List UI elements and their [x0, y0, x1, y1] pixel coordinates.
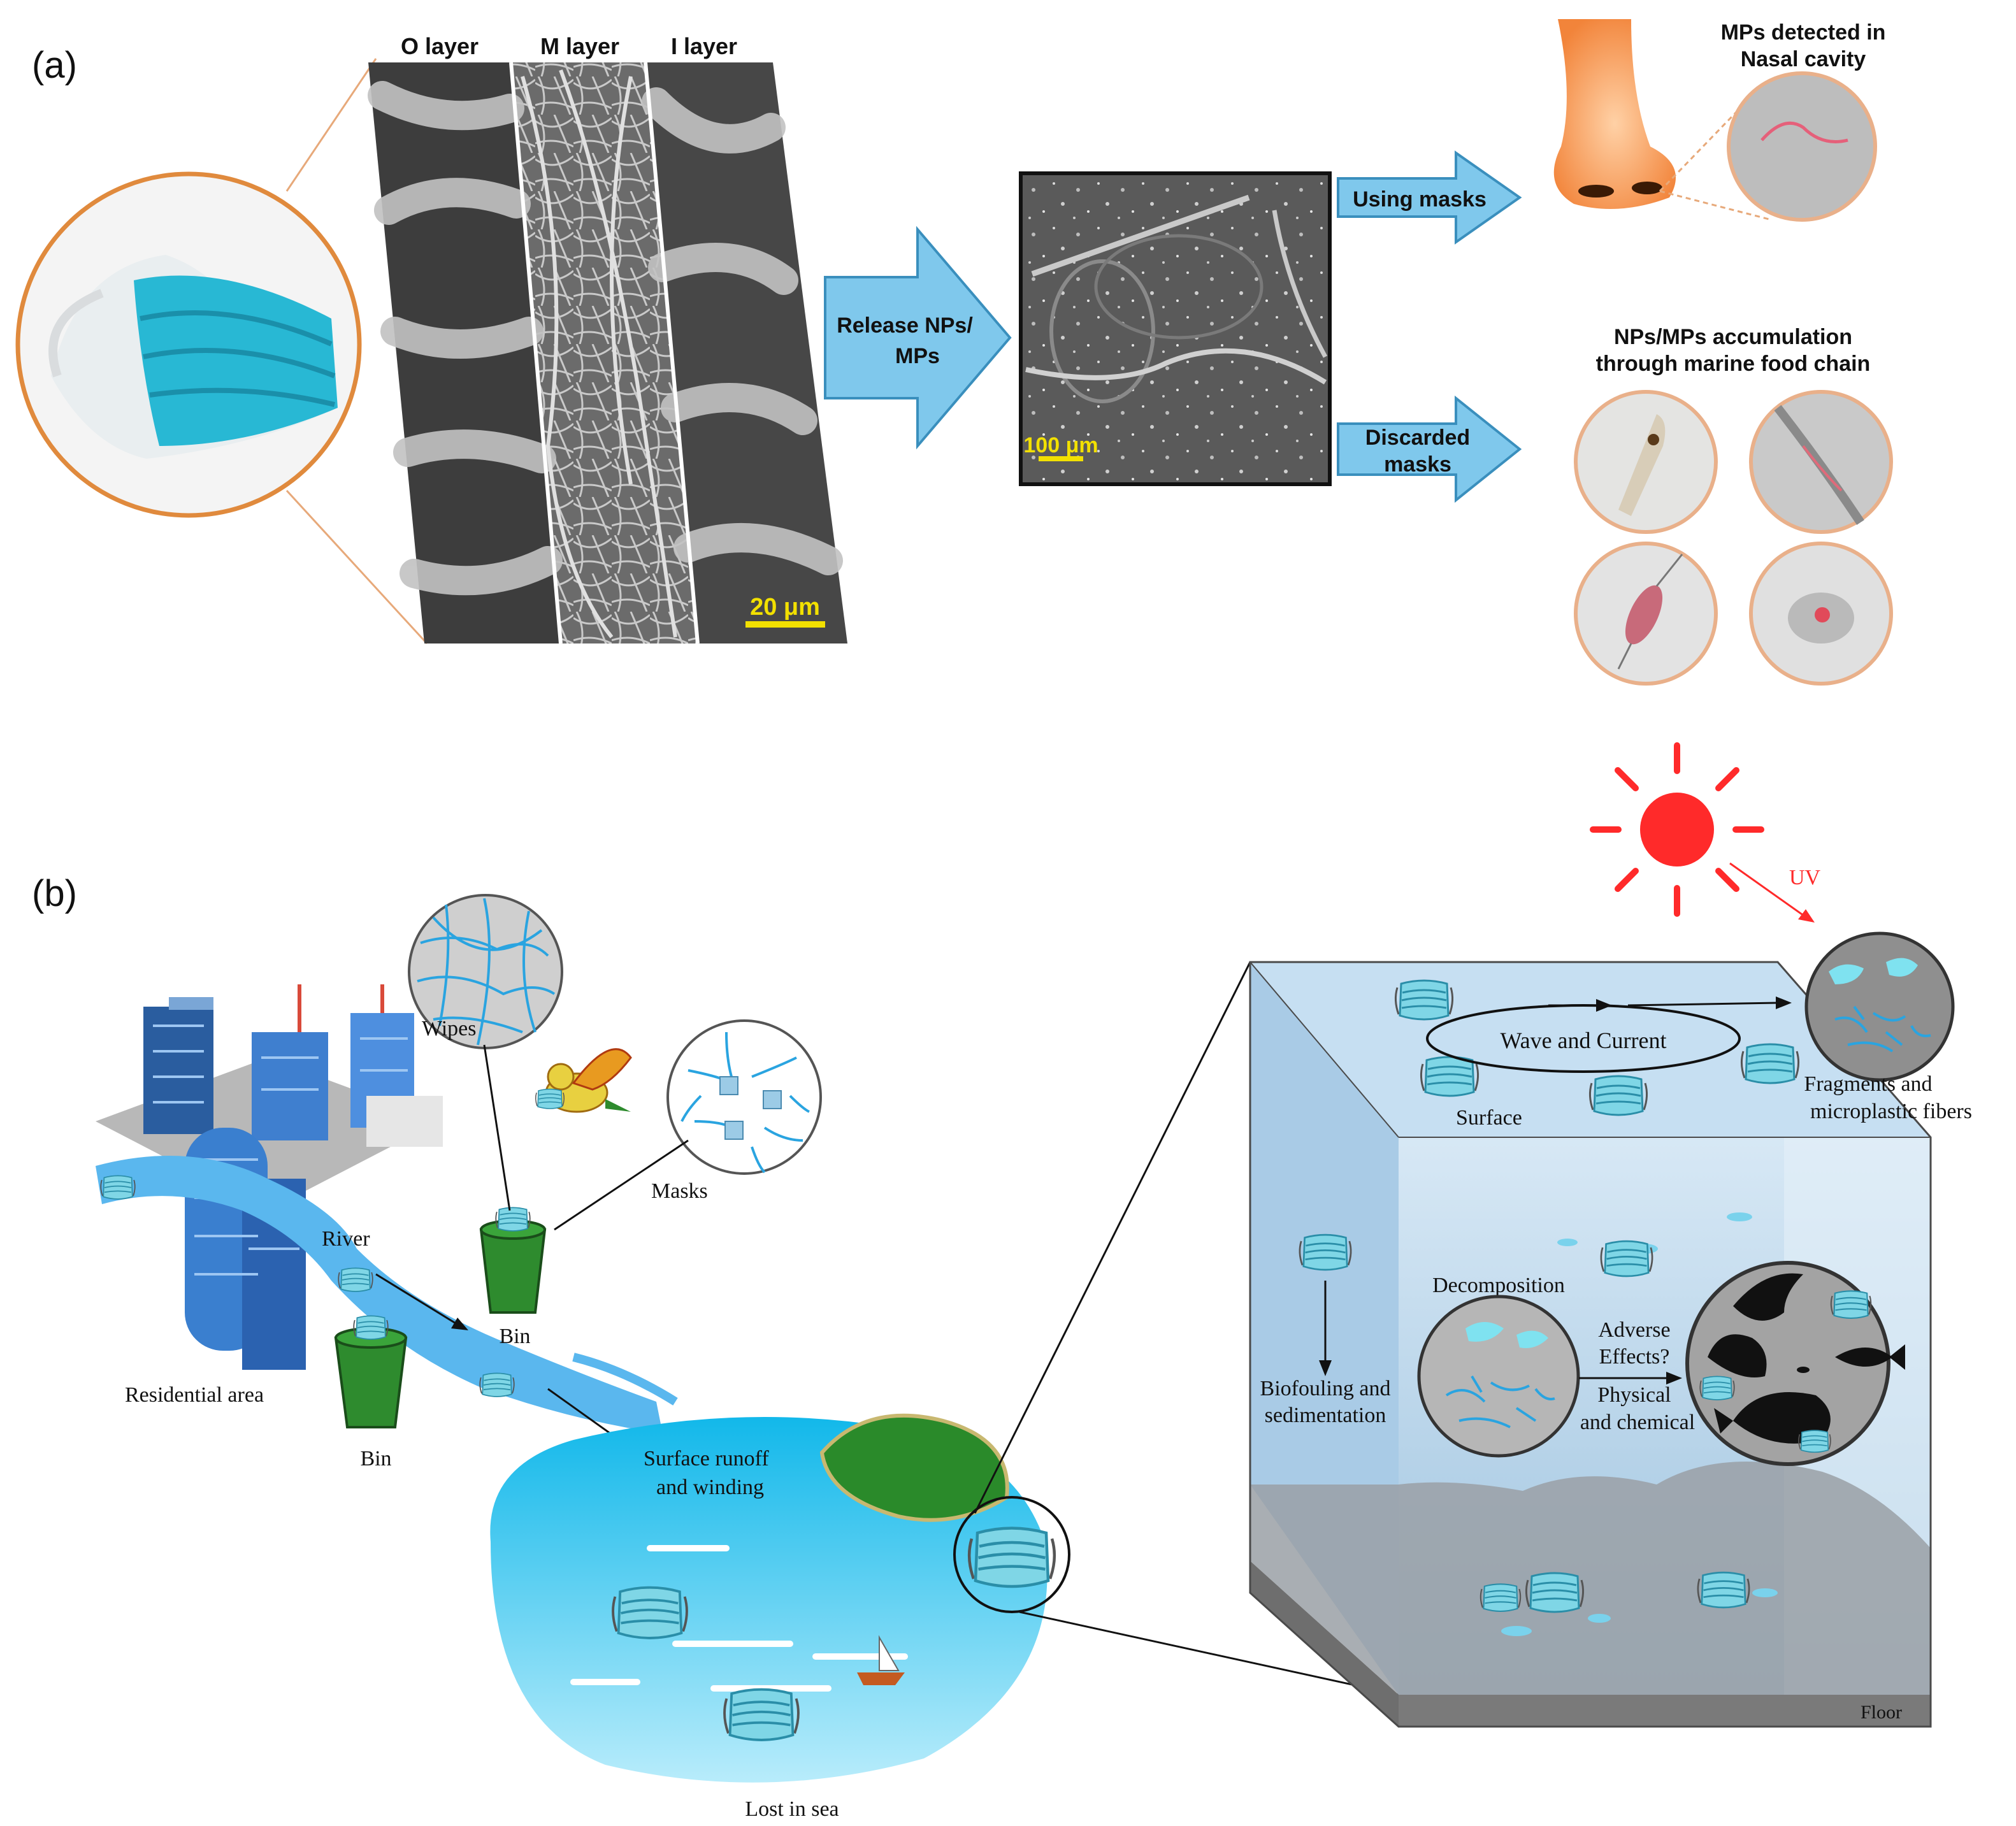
- i-layer-label: I layer: [671, 33, 737, 59]
- effects-arrow-head: [1666, 1372, 1682, 1384]
- nasal-zoom-line-2: [1659, 190, 1772, 221]
- wipes-label: Wipes: [422, 1017, 477, 1040]
- sun-icon: [1590, 742, 1764, 917]
- panel-b-label: (b): [32, 873, 77, 914]
- using-masks-label: Using masks: [1353, 187, 1487, 212]
- masks-fiber-circle: [666, 1019, 822, 1175]
- uv-label: UV: [1789, 866, 1821, 889]
- release-arrow: [824, 226, 1012, 450]
- released-particles-image: [1019, 171, 1332, 486]
- surface-to-fragments-arrow-head: [1776, 996, 1792, 1009]
- marine-life-circle: [1685, 1261, 1905, 1466]
- nasal-micrograph: [1727, 71, 1877, 222]
- mask-icon-column: [1600, 1240, 1653, 1277]
- decomposition-label: Decomposition: [1432, 1274, 1565, 1297]
- marine-title-line-2: through marine food chain: [1596, 352, 1871, 376]
- center-scale-label: 100 μm: [1023, 433, 1098, 457]
- mask-photo: [15, 171, 362, 518]
- river-flow-arrow-head: [451, 1318, 468, 1330]
- panel-a-label: (a): [32, 45, 77, 86]
- fragments-circle: [1804, 931, 1955, 1082]
- residential-label: Residential area: [125, 1383, 264, 1407]
- bin-2-label: Bin: [360, 1447, 391, 1470]
- mask-icon-surface-1: [1394, 979, 1454, 1021]
- sem-layers: [368, 62, 847, 644]
- organism-micrograph-1: [1574, 390, 1718, 534]
- mask-icon-river-2: [338, 1267, 373, 1292]
- adverse-line-2: Effects?: [1599, 1345, 1670, 1369]
- wave-current-arrow-head: [1596, 999, 1612, 1012]
- sea: [490, 1413, 1070, 1783]
- decomposition-circle: [1417, 1295, 1580, 1458]
- bird-icon: [535, 1048, 632, 1113]
- mask-icon-river-3: [479, 1372, 515, 1397]
- biofouling-line-1: Biofouling and: [1260, 1377, 1391, 1400]
- fragments-line-2: microplastic fibers: [1810, 1100, 1972, 1123]
- river: [96, 1156, 663, 1434]
- floor-label: Floor: [1861, 1702, 1902, 1723]
- river-flow-arrow: [375, 1273, 459, 1326]
- m-layer-label: M layer: [540, 33, 619, 59]
- using-masks-arrow: [1337, 150, 1522, 245]
- surface-to-fragments-arrow: [1627, 1002, 1778, 1007]
- adverse-line-1: Adverse: [1598, 1318, 1670, 1342]
- nasal-title-line-2: Nasal cavity: [1741, 47, 1866, 71]
- sedimentation-arrow-head: [1319, 1360, 1332, 1376]
- wave-current-label: Wave and Current: [1501, 1028, 1667, 1053]
- mask-icon-surface-4: [1740, 1043, 1800, 1084]
- masks-connector: [554, 1139, 689, 1231]
- nose-illustration: [1553, 19, 1676, 209]
- wipes-fiber-circle: [408, 894, 563, 1049]
- uv-arrow-head: [1798, 909, 1815, 923]
- runoff-line-1: Surface runoff: [644, 1447, 769, 1470]
- mask-icon-floor-1: [1480, 1583, 1522, 1613]
- biofouling-line-2: sedimentation: [1265, 1404, 1386, 1427]
- bin-1-label: Bin: [499, 1325, 530, 1348]
- tank-zoom-line-bottom: [1019, 1611, 1399, 1696]
- tank-zoom-line-top: [974, 961, 1251, 1514]
- nasal-title-line-1: MPs detected in: [1721, 20, 1886, 45]
- zoom-line-bottom: [285, 489, 428, 645]
- runoff-line-2: and winding: [656, 1476, 764, 1499]
- mask-icon-river-1: [100, 1175, 136, 1200]
- mask-icon-floor-2: [1525, 1572, 1585, 1613]
- o-layer-label: O layer: [401, 33, 479, 59]
- organism-micrograph-2: [1749, 390, 1893, 534]
- physical-line-1: Physical: [1597, 1383, 1671, 1407]
- mask-icon-floor-3: [1697, 1571, 1750, 1609]
- fragments-line-1: Fragments and: [1804, 1072, 1932, 1096]
- physical-line-2: and chemical: [1580, 1411, 1695, 1434]
- mask-icon-sinking: [1299, 1233, 1352, 1271]
- river-stream: [572, 1353, 678, 1405]
- river-label: River: [322, 1227, 370, 1251]
- discarded-masks-line-2: masks: [1384, 452, 1451, 477]
- mask-icon-surface-2: [1420, 1056, 1480, 1097]
- discarded-masks-arrow: [1337, 395, 1522, 503]
- surface-label: Surface: [1456, 1106, 1522, 1130]
- lost-in-sea-label: Lost in sea: [745, 1797, 839, 1821]
- zoom-line-top: [285, 58, 377, 192]
- organism-micrograph-3: [1574, 542, 1718, 686]
- bin-icon-2: [334, 1315, 408, 1428]
- marine-title-line-1: NPs/MPs accumulation: [1614, 325, 1852, 349]
- sem-scale-label: 20 μm: [750, 594, 820, 621]
- uv-arrow: [1729, 862, 1807, 919]
- bin-icon-1: [479, 1207, 547, 1314]
- masks-label: Masks: [651, 1179, 708, 1203]
- organism-micrograph-4: [1749, 542, 1893, 686]
- mask-icon-surface-3: [1588, 1075, 1648, 1116]
- release-arrow-line-1: Release NPs/: [837, 313, 973, 338]
- discarded-masks-line-1: Discarded: [1365, 426, 1470, 450]
- wipes-connector: [483, 1044, 511, 1211]
- release-arrow-line-2: MPs: [895, 344, 940, 368]
